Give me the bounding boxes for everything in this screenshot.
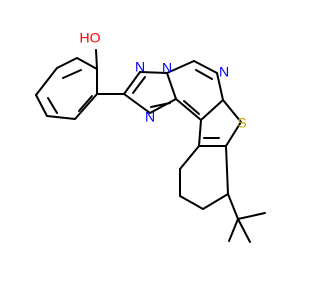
bond-phenol-inner-2 — [47, 97, 58, 114]
bond-cyclohexane-4 — [202, 193, 229, 210]
bond-pyrimidine-1 — [166, 60, 195, 74]
bond-triazole-3 — [166, 72, 177, 100]
nitrogen-atom-label-left: N — [145, 109, 155, 125]
bond-triazole-inner-2 — [150, 102, 171, 108]
bond-cyclohexane-1 — [179, 145, 200, 170]
bond-phenol-inner-1 — [62, 69, 82, 79]
bond-tert-butyl-left — [228, 218, 239, 242]
sulfur-atom-label: S — [237, 115, 246, 131]
nitrogen-atom-label-pyrimidine: N — [219, 64, 229, 80]
bond-tert-butyl-stem — [227, 193, 239, 220]
molecule-canvas: HO N N N N S — [0, 0, 300, 300]
bond-phenol-3 — [35, 67, 58, 96]
bond-phenol-1 — [76, 57, 98, 70]
nitrogen-atom-label-top-left: N — [135, 59, 145, 75]
pyrimidine-ring — [166, 60, 224, 121]
phenol-ring — [35, 49, 98, 120]
bond-triazole-1 — [123, 71, 141, 95]
bond-cyclohexane-3 — [179, 195, 204, 210]
bond-pyrimidine-inner-2 — [183, 100, 200, 115]
bond-pyrimidine-3 — [216, 72, 224, 101]
hydroxyl-atom-label: HO — [80, 30, 101, 46]
bond-pyrimidine-inner-1 — [195, 69, 213, 80]
thiophene-ring — [198, 99, 242, 147]
bond-triazole-2 — [139, 71, 168, 74]
bond-pyrimidine-2 — [193, 60, 218, 74]
bond-phenol-4 — [35, 94, 48, 117]
triazole-ring — [123, 71, 177, 114]
chemical-structure-diagram: HO N N N N S — [0, 0, 300, 300]
bond-phenol-inner-3 — [78, 95, 93, 112]
diagram-background — [0, 0, 300, 300]
bond-phenol-oh — [95, 49, 98, 70]
bond-triazole-5 — [123, 93, 151, 114]
bond-tert-butyl-bottom — [237, 218, 251, 243]
bond-thiophene-4 — [198, 119, 202, 147]
tert-butyl-group — [227, 193, 266, 243]
bond-pyrimidine-4 — [200, 99, 224, 121]
bond-triazole-inner-1 — [132, 76, 146, 94]
bond-phenol-2 — [56, 57, 78, 69]
bond-cyclohexane-5 — [225, 145, 229, 195]
bond-tert-butyl-right — [237, 212, 266, 220]
bond-phenol-6 — [74, 93, 98, 120]
bond-thiophene-1 — [222, 99, 242, 123]
bond-pyrimidine-5 — [175, 98, 202, 121]
bond-phenol-5 — [46, 115, 76, 120]
nitrogen-atom-label-top-right: N — [162, 60, 172, 76]
bond-triazole-4 — [149, 98, 177, 114]
cyclohexane-ring — [179, 145, 229, 210]
bond-thiophene-2 — [225, 121, 242, 147]
